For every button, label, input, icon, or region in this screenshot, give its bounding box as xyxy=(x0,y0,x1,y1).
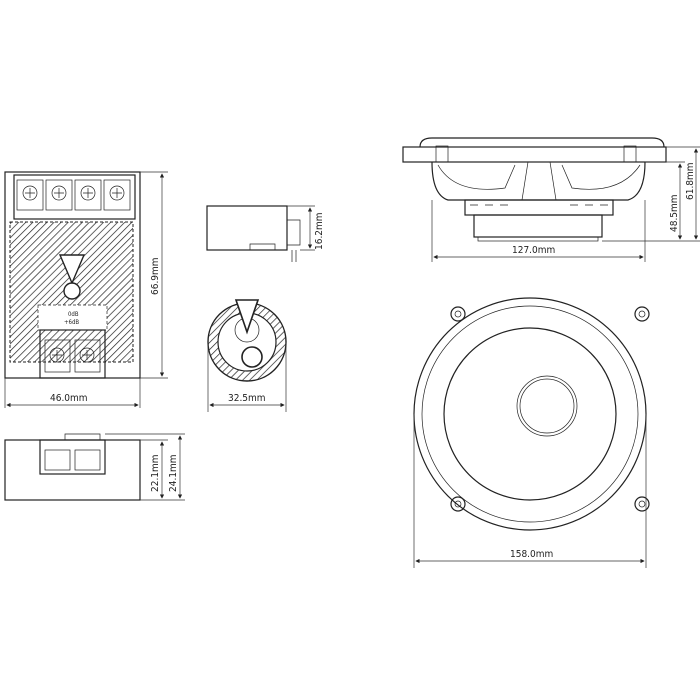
crossover-depth-outer-label: 24.1mm xyxy=(168,454,179,492)
woofer-diameter-label: 158.0mm xyxy=(510,549,553,560)
triangle-icon xyxy=(234,299,260,335)
level-knob xyxy=(63,282,81,300)
triangle-icon xyxy=(58,254,86,285)
woofer-total-depth-label: 61.8mm xyxy=(685,162,696,200)
crossover-front-view: 0dB +6dB 66.9mm 46.0mm xyxy=(4,171,168,408)
level-6db: +6dB xyxy=(64,319,79,326)
tweeter-depth-label: 16.2mm xyxy=(314,212,325,250)
woofer-cutout-label: 127.0mm xyxy=(512,245,555,256)
woofer-mount-depth-label: 48.5mm xyxy=(669,194,680,232)
woofer-side-view: 127.0mm 48.5mm 61.8mm xyxy=(402,137,700,262)
tweeter-front-view: 32.5mm xyxy=(207,299,287,412)
output-terminal-block xyxy=(39,329,106,379)
crossover-width-label: 46.0mm xyxy=(50,393,88,404)
level-0db: 0dB xyxy=(68,311,79,318)
level-label-box xyxy=(37,304,108,331)
crossover-depth-inner-label: 22.1mm xyxy=(150,454,161,492)
input-terminal-block xyxy=(13,174,136,220)
tweeter-diameter-label: 32.5mm xyxy=(228,393,266,404)
mounting-ears xyxy=(450,306,650,512)
woofer-front-view: 158.0mm xyxy=(413,297,650,568)
crossover-side-view: 22.1mm 24.1mm xyxy=(4,433,185,501)
crossover-height-label: 66.9mm xyxy=(150,257,161,295)
tweeter-side-view: 16.2mm xyxy=(206,205,325,262)
